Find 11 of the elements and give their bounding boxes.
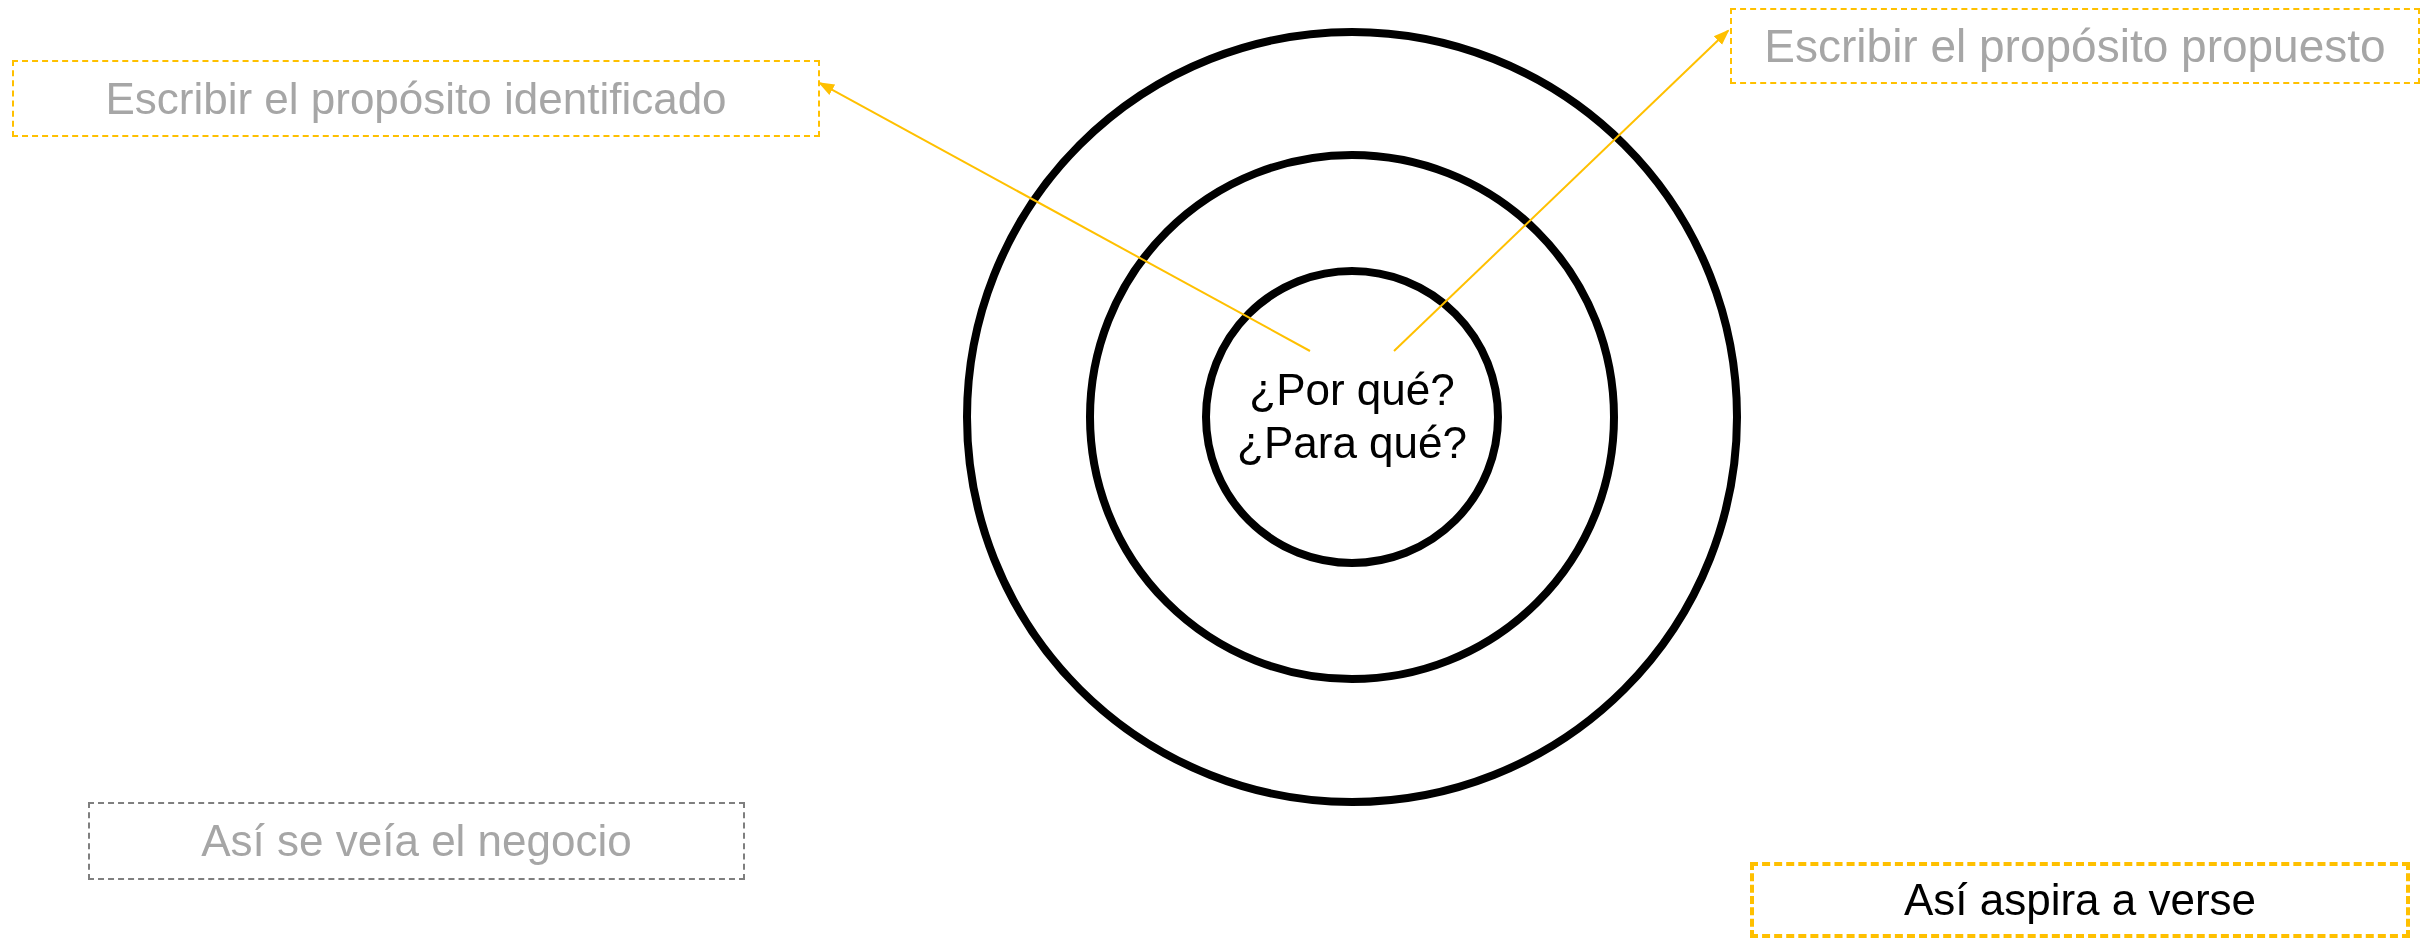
node-label: Escribir el propósito identificado bbox=[105, 72, 727, 125]
node-label: Así se veía el negocio bbox=[201, 815, 632, 867]
dashed-text-box bbox=[1730, 8, 2420, 84]
arrow bbox=[818, 82, 1311, 352]
dashed-text-box bbox=[12, 60, 820, 137]
dashed-text-box bbox=[88, 802, 745, 880]
node-label: Escribir el propósito propuesto bbox=[1764, 18, 2386, 74]
node-label: ¿Por qué? ¿Para qué? bbox=[1237, 364, 1467, 469]
node-label: Así aspira a verse bbox=[1903, 874, 2257, 926]
dashed-text-box bbox=[1750, 862, 2410, 938]
arrow bbox=[1393, 29, 1730, 352]
